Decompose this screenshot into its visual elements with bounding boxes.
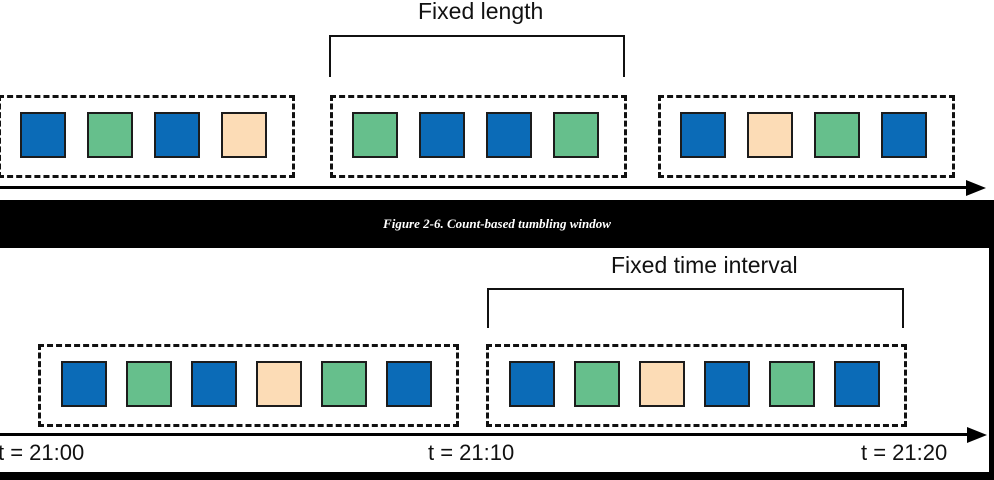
count-window-2 — [330, 95, 627, 178]
event-peach — [747, 112, 793, 158]
event-green — [321, 361, 367, 407]
event-green — [553, 112, 599, 158]
event-blue — [834, 361, 880, 407]
event-blue — [61, 361, 107, 407]
event-blue — [704, 361, 750, 407]
fixed-time-interval-bracket — [487, 288, 904, 328]
event-blue — [20, 112, 66, 158]
count-based-window-diagram: Fixed length — [0, 0, 994, 200]
stream-axis-line — [0, 186, 968, 189]
event-green — [352, 112, 398, 158]
time-axis-line — [0, 433, 969, 436]
event-peach — [639, 361, 685, 407]
fixed-length-bracket — [329, 35, 625, 77]
event-green — [126, 361, 172, 407]
time-label-start: t = 21:00 — [0, 440, 85, 465]
event-blue — [509, 361, 555, 407]
event-green — [87, 112, 133, 158]
event-green — [769, 361, 815, 407]
event-blue — [680, 112, 726, 158]
figure-caption-bar: Figure 2-6. Count-based tumbling window — [0, 200, 994, 248]
event-green — [814, 112, 860, 158]
event-peach — [256, 361, 302, 407]
event-blue — [154, 112, 200, 158]
time-label-middle: t = 21:10 — [428, 440, 515, 465]
event-blue — [191, 361, 237, 407]
time-window-2 — [486, 344, 907, 427]
figure-caption: Figure 2-6. Count-based tumbling window — [383, 216, 611, 231]
event-blue — [386, 361, 432, 407]
fixed-time-interval-label: Fixed time interval — [611, 252, 798, 278]
time-based-window-diagram: Fixed time interval t = 21:00 t = 21:10 … — [0, 248, 989, 472]
event-blue — [486, 112, 532, 158]
event-peach — [221, 112, 267, 158]
count-window-1 — [0, 95, 295, 178]
count-window-3 — [658, 95, 955, 178]
time-axis-arrow-head — [967, 427, 987, 443]
fixed-length-label: Fixed length — [418, 0, 544, 24]
time-window-1 — [38, 344, 459, 427]
event-green — [574, 361, 620, 407]
stream-arrow-head — [966, 180, 986, 196]
event-blue — [419, 112, 465, 158]
event-blue — [881, 112, 927, 158]
time-label-end: t = 21:20 — [861, 440, 948, 465]
